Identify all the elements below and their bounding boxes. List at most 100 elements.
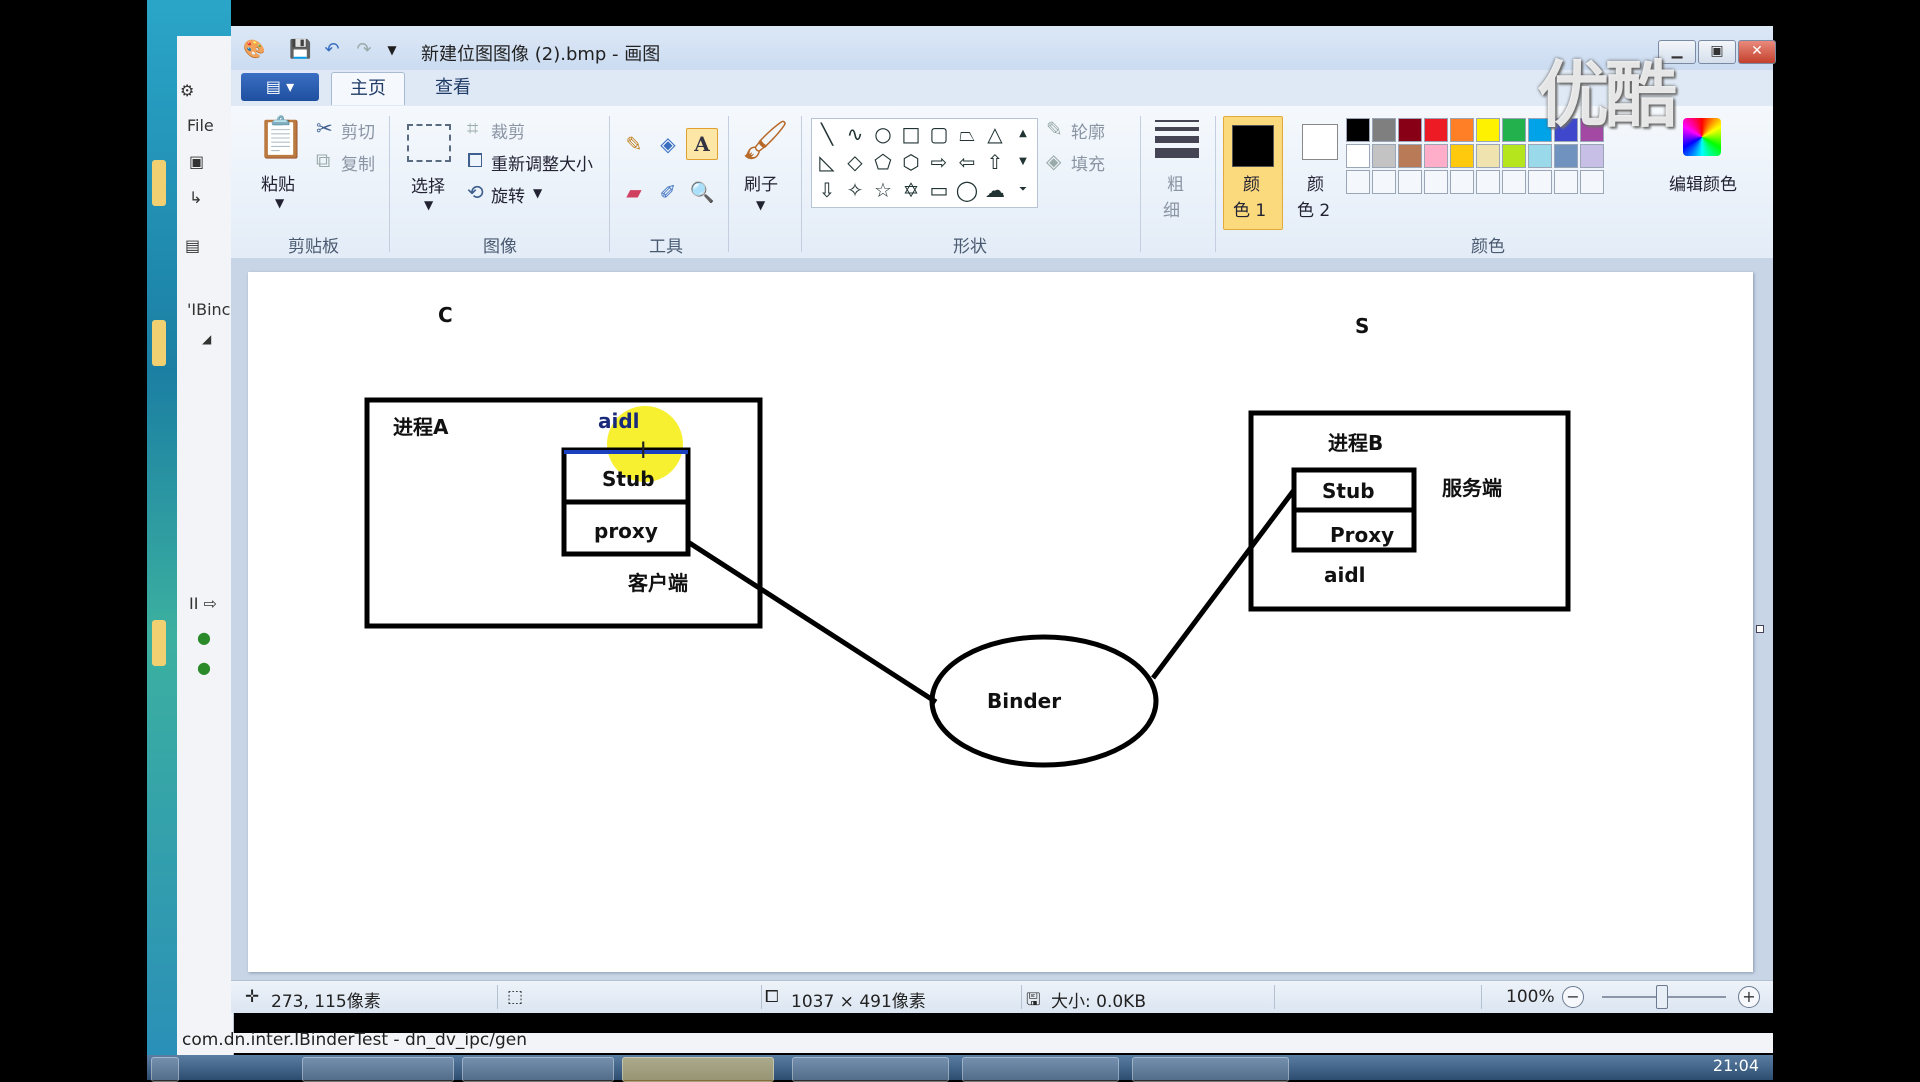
magnifier-icon[interactable]: 🔍 [689,180,715,204]
desktop-folder-icon[interactable] [152,320,166,366]
eclipse-new-icon[interactable]: ▣ [189,152,205,171]
text-tool-icon[interactable]: A [686,128,718,160]
up-arrow-shape-icon[interactable]: ⇧ [986,150,1004,174]
shapes-scroll-up-icon[interactable]: ▲ [1019,128,1027,139]
palette-color-swatch[interactable] [1346,144,1370,168]
select-icon[interactable] [407,124,451,162]
right-arrow-shape-icon[interactable]: ⇨ [930,150,948,174]
quick-access-dropdown-icon[interactable]: ▼ [387,43,397,57]
palette-color-swatch[interactable] [1554,144,1578,168]
paste-dropdown-icon[interactable]: ▼ [275,196,285,210]
zoom-slider-thumb[interactable] [1656,985,1668,1009]
save-icon[interactable]: 💾 [289,39,312,60]
four-point-star-shape-icon[interactable]: ✧ [846,178,864,202]
palette-color-swatch[interactable] [1372,144,1396,168]
shapes-expand-icon[interactable]: ⏷ [1019,184,1027,195]
select-dropdown-icon[interactable]: ▼ [424,198,434,212]
size-label-top[interactable]: 粗 [1167,175,1184,195]
crop-button[interactable]: 裁剪 [491,123,525,143]
palette-color-swatch[interactable] [1502,144,1526,168]
size-icon[interactable] [1155,120,1199,158]
cut-button[interactable]: 剪切 [341,123,375,143]
triangle-shape-icon[interactable]: △ [987,122,1003,146]
palette-empty-swatch[interactable] [1346,170,1370,194]
palette-color-swatch[interactable] [1476,118,1500,142]
maximize-button[interactable]: ▣ [1698,40,1736,64]
fill-bucket-icon[interactable]: ◈ [660,132,676,156]
drawing-canvas[interactable]: C S 进程A aidl Stub proxy 客户端 进程B Stub Pro… [248,272,1753,972]
color2-button[interactable] [1302,124,1338,160]
desktop-folder-icon[interactable] [152,160,166,206]
rotate-dropdown-icon[interactable]: ▼ [533,186,543,200]
copy-button[interactable]: 复制 [341,155,375,175]
taskbar-item-paint-2[interactable] [1132,1057,1289,1082]
palette-empty-swatch[interactable] [1580,170,1604,194]
curve-shape-icon[interactable]: ∿ [846,122,864,146]
rectangle-shape-icon[interactable]: □ [901,122,921,146]
eraser-icon[interactable]: ▰ [626,180,642,204]
cloud-callout-shape-icon[interactable]: ☁ [985,178,1005,202]
palette-color-swatch[interactable] [1580,118,1604,142]
zoom-out-button[interactable]: − [1562,986,1584,1008]
palette-color-swatch[interactable] [1580,144,1604,168]
start-button[interactable] [151,1057,179,1082]
palette-color-swatch[interactable] [1372,118,1396,142]
hexagon-shape-icon[interactable]: ⬡ [902,150,920,174]
method-icon[interactable]: ● [197,658,211,677]
brushes-button[interactable]: 刷子 [744,175,778,195]
polygon-shape-icon[interactable]: ⏢ [959,122,975,146]
right-triangle-shape-icon[interactable]: ◺ [819,150,835,174]
palette-color-swatch[interactable] [1450,144,1474,168]
select-button[interactable]: 选择 [411,177,445,197]
rounded-rectangle-shape-icon[interactable]: ▢ [929,122,949,146]
close-button[interactable]: ✕ [1738,40,1776,64]
pencil-icon[interactable]: ✎ [625,132,643,156]
rotate-button[interactable]: 旋转 [491,187,525,207]
pentagon-shape-icon[interactable]: ⬠ [874,150,892,174]
rect-callout-shape-icon[interactable]: ▭ [929,178,949,202]
undo-icon[interactable]: ↶ [324,39,340,60]
palette-color-swatch[interactable] [1398,144,1422,168]
edit-colors-icon[interactable] [1683,118,1721,156]
palette-color-swatch[interactable] [1502,118,1526,142]
paste-icon[interactable]: 📋 [256,115,306,161]
fill-button[interactable]: 填充 [1071,155,1105,175]
resize-button[interactable]: 重新调整大小 [491,155,593,175]
eclipse-editor-tab[interactable]: 'IBinc [187,300,231,319]
zoom-in-button[interactable]: + [1738,986,1760,1008]
palette-color-swatch[interactable] [1528,118,1552,142]
palette-empty-swatch[interactable] [1476,170,1500,194]
five-point-star-shape-icon[interactable]: ☆ [874,178,892,202]
tree-expand-icon[interactable]: ◢ [202,332,212,346]
eclipse-menu-file[interactable]: File [187,116,214,135]
palette-color-swatch[interactable] [1554,118,1578,142]
color1-button[interactable] [1223,116,1283,230]
palette-empty-swatch[interactable] [1554,170,1578,194]
palette-color-swatch[interactable] [1346,118,1370,142]
desktop-folder-icon[interactable] [152,620,166,666]
palette-empty-swatch[interactable] [1450,170,1474,194]
size-label-bottom[interactable]: 细 [1163,201,1180,221]
palette-color-swatch[interactable] [1424,118,1448,142]
taskbar-item-powerpoint[interactable] [302,1057,454,1082]
redo-icon[interactable]: ↷ [356,39,372,60]
palette-color-swatch[interactable] [1398,118,1422,142]
paint-app-icon[interactable]: 🎨 [243,39,266,60]
six-point-star-shape-icon[interactable]: ✡ [902,178,920,202]
minimize-button[interactable]: ▁ [1658,40,1696,64]
down-arrow-shape-icon[interactable]: ⇩ [818,178,836,202]
palette-empty-swatch[interactable] [1502,170,1526,194]
palette-color-swatch[interactable] [1424,144,1448,168]
oval-shape-icon[interactable]: ○ [874,122,892,146]
taskbar-item-paint[interactable] [962,1057,1119,1082]
eclipse-view-icon[interactable]: ▤ [185,236,201,255]
shapes-scroll-down-icon[interactable]: ▼ [1019,156,1027,167]
palette-color-swatch[interactable] [1450,118,1474,142]
tab-view[interactable]: 查看 [435,77,471,98]
paint-menu-button[interactable]: ▤ ▾ [241,73,319,101]
paste-button[interactable]: 粘贴 [261,175,295,195]
oval-callout-shape-icon[interactable]: ◯ [955,178,979,202]
taskbar-item-active[interactable] [622,1057,774,1082]
line-shape-icon[interactable]: ╲ [820,122,834,146]
outline-button[interactable]: 轮廓 [1071,123,1105,143]
